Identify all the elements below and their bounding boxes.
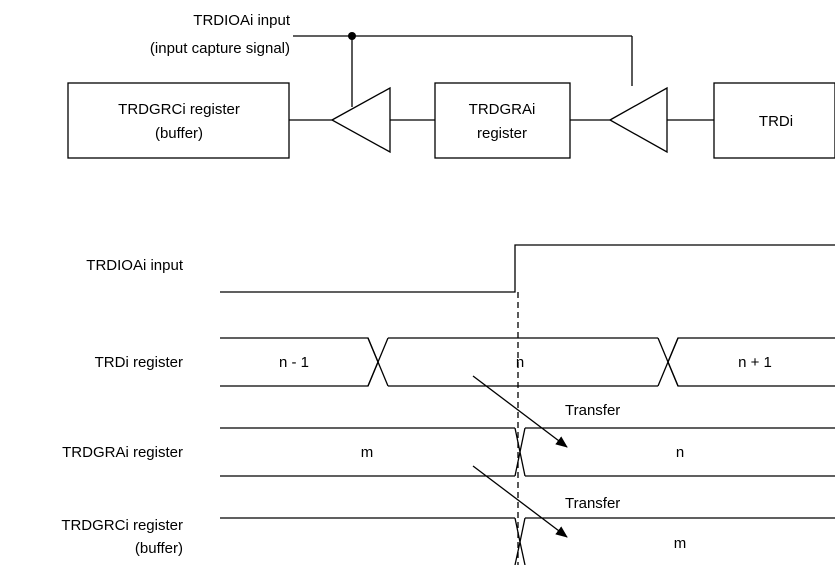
buffer-box-label-line2: (buffer): [155, 125, 203, 142]
trdi-row-label: TRDi register: [95, 354, 183, 371]
input-signal-waveform: [220, 244, 835, 293]
trdgra-value-before: m: [361, 444, 374, 461]
trdgrc-bus-waveform: [220, 517, 835, 565]
transfer-label-1: Transfer: [565, 402, 620, 419]
trdgrc-register-box: [67, 82, 290, 159]
input-signal-label: TRDIOAi input: [86, 257, 184, 274]
transfer-arrow-2: [472, 465, 568, 538]
trdgra-register-box: [434, 82, 571, 159]
input-label-line2: (input capture signal): [150, 40, 290, 57]
trdi-value-prev: n - 1: [279, 354, 309, 371]
timing-diagram: [220, 244, 835, 565]
input-label-line1: TRDIOAi input: [193, 12, 291, 29]
block-diagram: [67, 32, 835, 159]
transfer-arrow-1: [472, 375, 568, 448]
trdi-box-label: TRDi: [759, 113, 793, 130]
trdgra-row-label: TRDGRAi register: [62, 444, 183, 461]
transfer-label-2: Transfer: [565, 495, 620, 512]
register-box-label-line1: TRDGRAi: [469, 101, 536, 118]
trdgra-bus-waveform: [220, 427, 835, 477]
trdi-value-current: n: [516, 354, 524, 371]
buffer-box-label-line1: TRDGRCi register: [118, 101, 240, 118]
trdi-value-next: n + 1: [738, 354, 772, 371]
trdgrc-row-label-line2: (buffer): [135, 540, 183, 557]
trdi-bus-waveform: [220, 337, 835, 387]
trdgrc-row-label-line1: TRDGRCi register: [61, 517, 183, 534]
register-box-label-line2: register: [477, 125, 527, 142]
trdgrc-value-after: m: [674, 535, 687, 552]
register-transfer-gate-icon: [608, 86, 668, 154]
buffer-transfer-gate-icon: [330, 86, 391, 154]
trdgra-value-after: n: [676, 444, 684, 461]
